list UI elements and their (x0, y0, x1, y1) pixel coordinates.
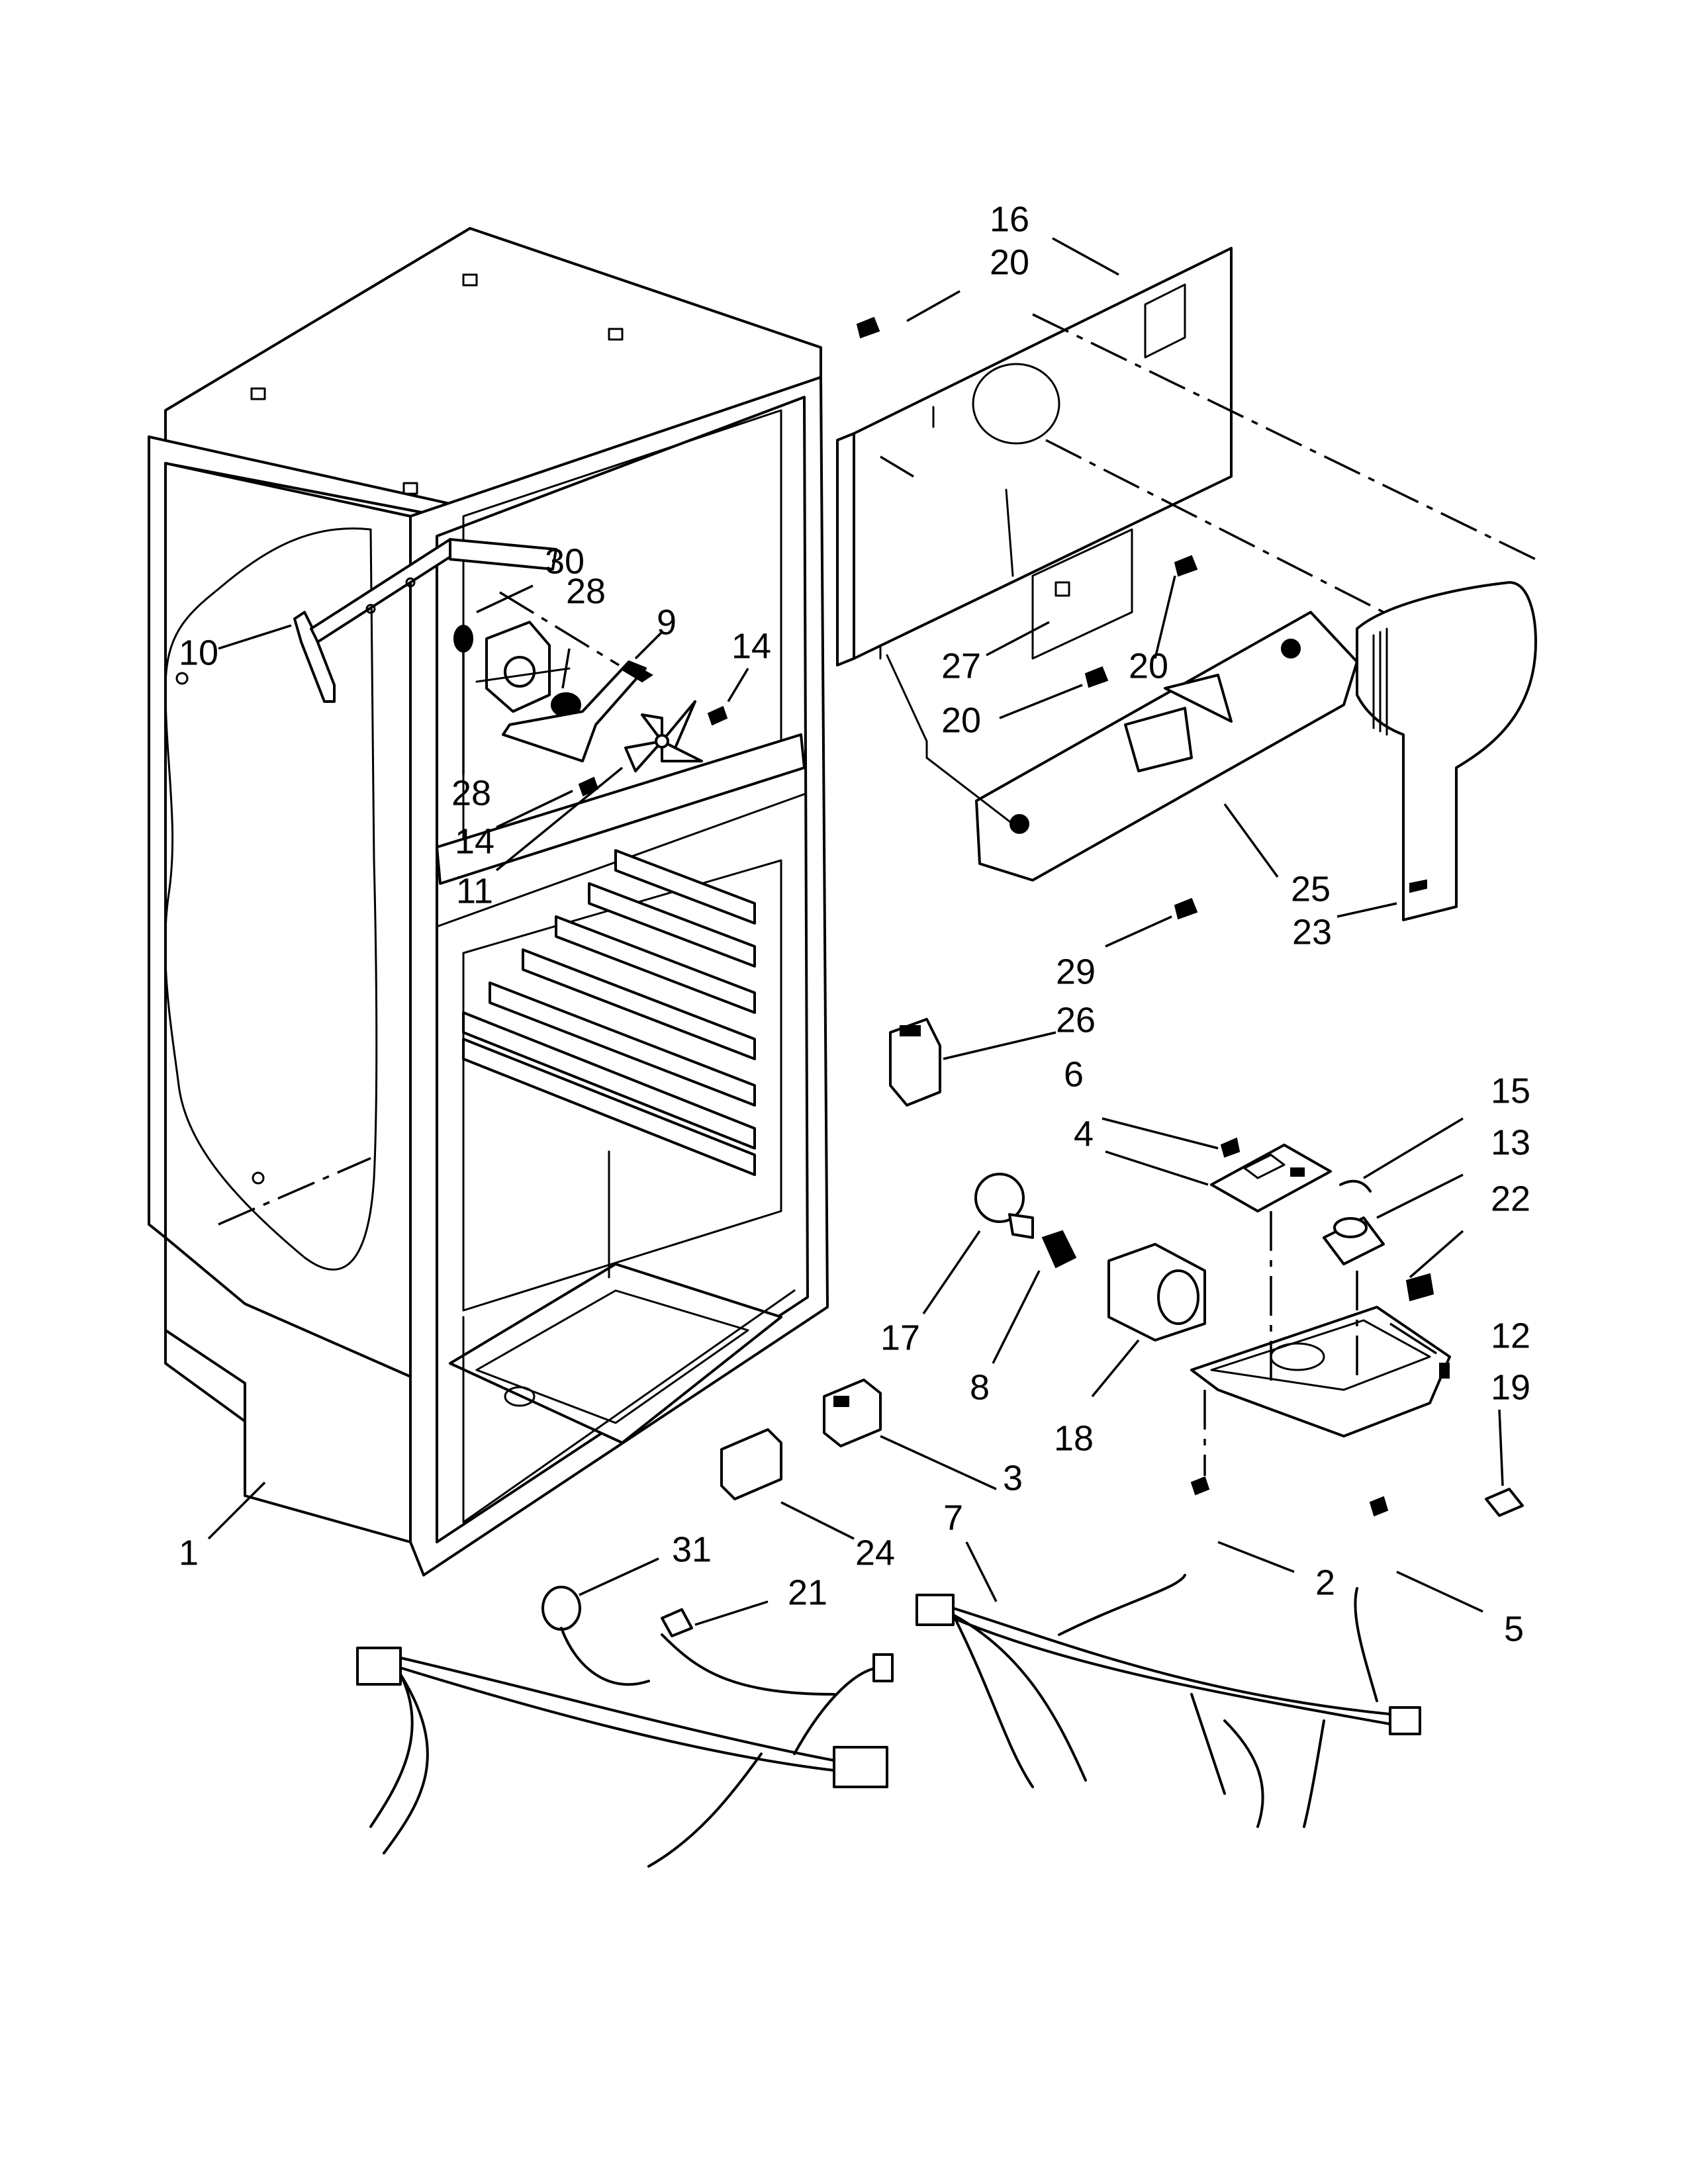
callout-5: 5 (1504, 1609, 1524, 1649)
callout-15: 15 (1491, 1071, 1530, 1111)
wire-harness-unlabeled (356, 1633, 894, 1868)
leader-lines (207, 237, 1504, 1626)
knob-part-22 (1405, 1273, 1434, 1302)
callout-24: 24 (855, 1533, 895, 1572)
callout-9: 9 (657, 602, 677, 642)
callout-19: 19 (1491, 1367, 1530, 1407)
callout-26: 26 (1056, 1000, 1096, 1040)
callout-25: 25 (1291, 869, 1331, 909)
callout-6: 6 (1064, 1054, 1084, 1094)
part-19 (1485, 1488, 1524, 1517)
cover-part-18 (1107, 1243, 1206, 1342)
callout-labels: 16 20 30 28 9 14 10 28 14 11 27 20 20 25… (179, 199, 1530, 1649)
control-cover-part-23 (1356, 581, 1537, 921)
callout-7: 7 (943, 1498, 963, 1537)
callout-20: 20 (1129, 646, 1168, 686)
switch-part-13 (1323, 1216, 1385, 1265)
wire-harness-part-7 (915, 1574, 1421, 1828)
callout-14: 14 (731, 626, 771, 666)
callout-11: 11 (456, 871, 493, 911)
callout-3: 3 (1003, 1458, 1023, 1498)
connector-part-21 (661, 1608, 693, 1637)
grommet-part-28 (453, 625, 581, 717)
callout-18: 18 (1054, 1418, 1094, 1458)
sensor-part-31 (541, 1586, 650, 1686)
control-housing-part-25 (975, 611, 1358, 882)
callout-13: 13 (1491, 1122, 1530, 1162)
callout-10: 10 (179, 633, 218, 672)
screw-part-6 (1220, 1137, 1241, 1158)
motor-bracket-part-9 (502, 660, 653, 762)
fan-blade-part-11 (624, 700, 703, 772)
control-housing-part-12 (1190, 1306, 1451, 1437)
callout-17: 17 (880, 1318, 920, 1357)
control-board-part-4 (1210, 1144, 1332, 1212)
bulb-part-17 (974, 1173, 1034, 1239)
callout-8: 8 (970, 1367, 990, 1407)
part-3 (823, 1379, 882, 1447)
wire-part-15 (1339, 1179, 1372, 1193)
callout-22: 22 (1491, 1179, 1530, 1218)
callout-28: 28 (566, 571, 606, 611)
part-26 (889, 1018, 941, 1107)
screw-part-29 (1174, 897, 1198, 920)
screw-part-2 (1190, 1476, 1210, 1496)
callout-29: 29 (1056, 952, 1096, 991)
callout-4: 4 (1074, 1114, 1094, 1154)
screw-part-5 (1369, 1496, 1389, 1517)
callout-28: 28 (451, 773, 491, 813)
part-24 (720, 1428, 782, 1500)
callout-1: 1 (179, 1533, 199, 1572)
callout-27: 27 (941, 646, 981, 686)
callout-12: 12 (1491, 1316, 1530, 1355)
rear-panel-part-16 (836, 247, 1233, 666)
screw-part-20 (856, 316, 1198, 688)
bracket-part-10 (293, 538, 557, 703)
callout-20: 20 (990, 242, 1029, 282)
callout-14: 14 (455, 821, 494, 861)
socket-part-8 (1041, 1230, 1077, 1269)
shelf-rails (462, 849, 756, 1176)
callout-16: 16 (990, 199, 1029, 239)
callout-31: 31 (672, 1529, 712, 1569)
callout-21: 21 (788, 1572, 827, 1612)
callout-30: 30 (545, 541, 585, 581)
callout-23: 23 (1292, 912, 1332, 952)
fan-motor-part-30 (475, 621, 571, 713)
callout-2: 2 (1315, 1563, 1335, 1602)
assembly-lines (499, 313, 1543, 1476)
callout-20: 20 (941, 700, 981, 740)
